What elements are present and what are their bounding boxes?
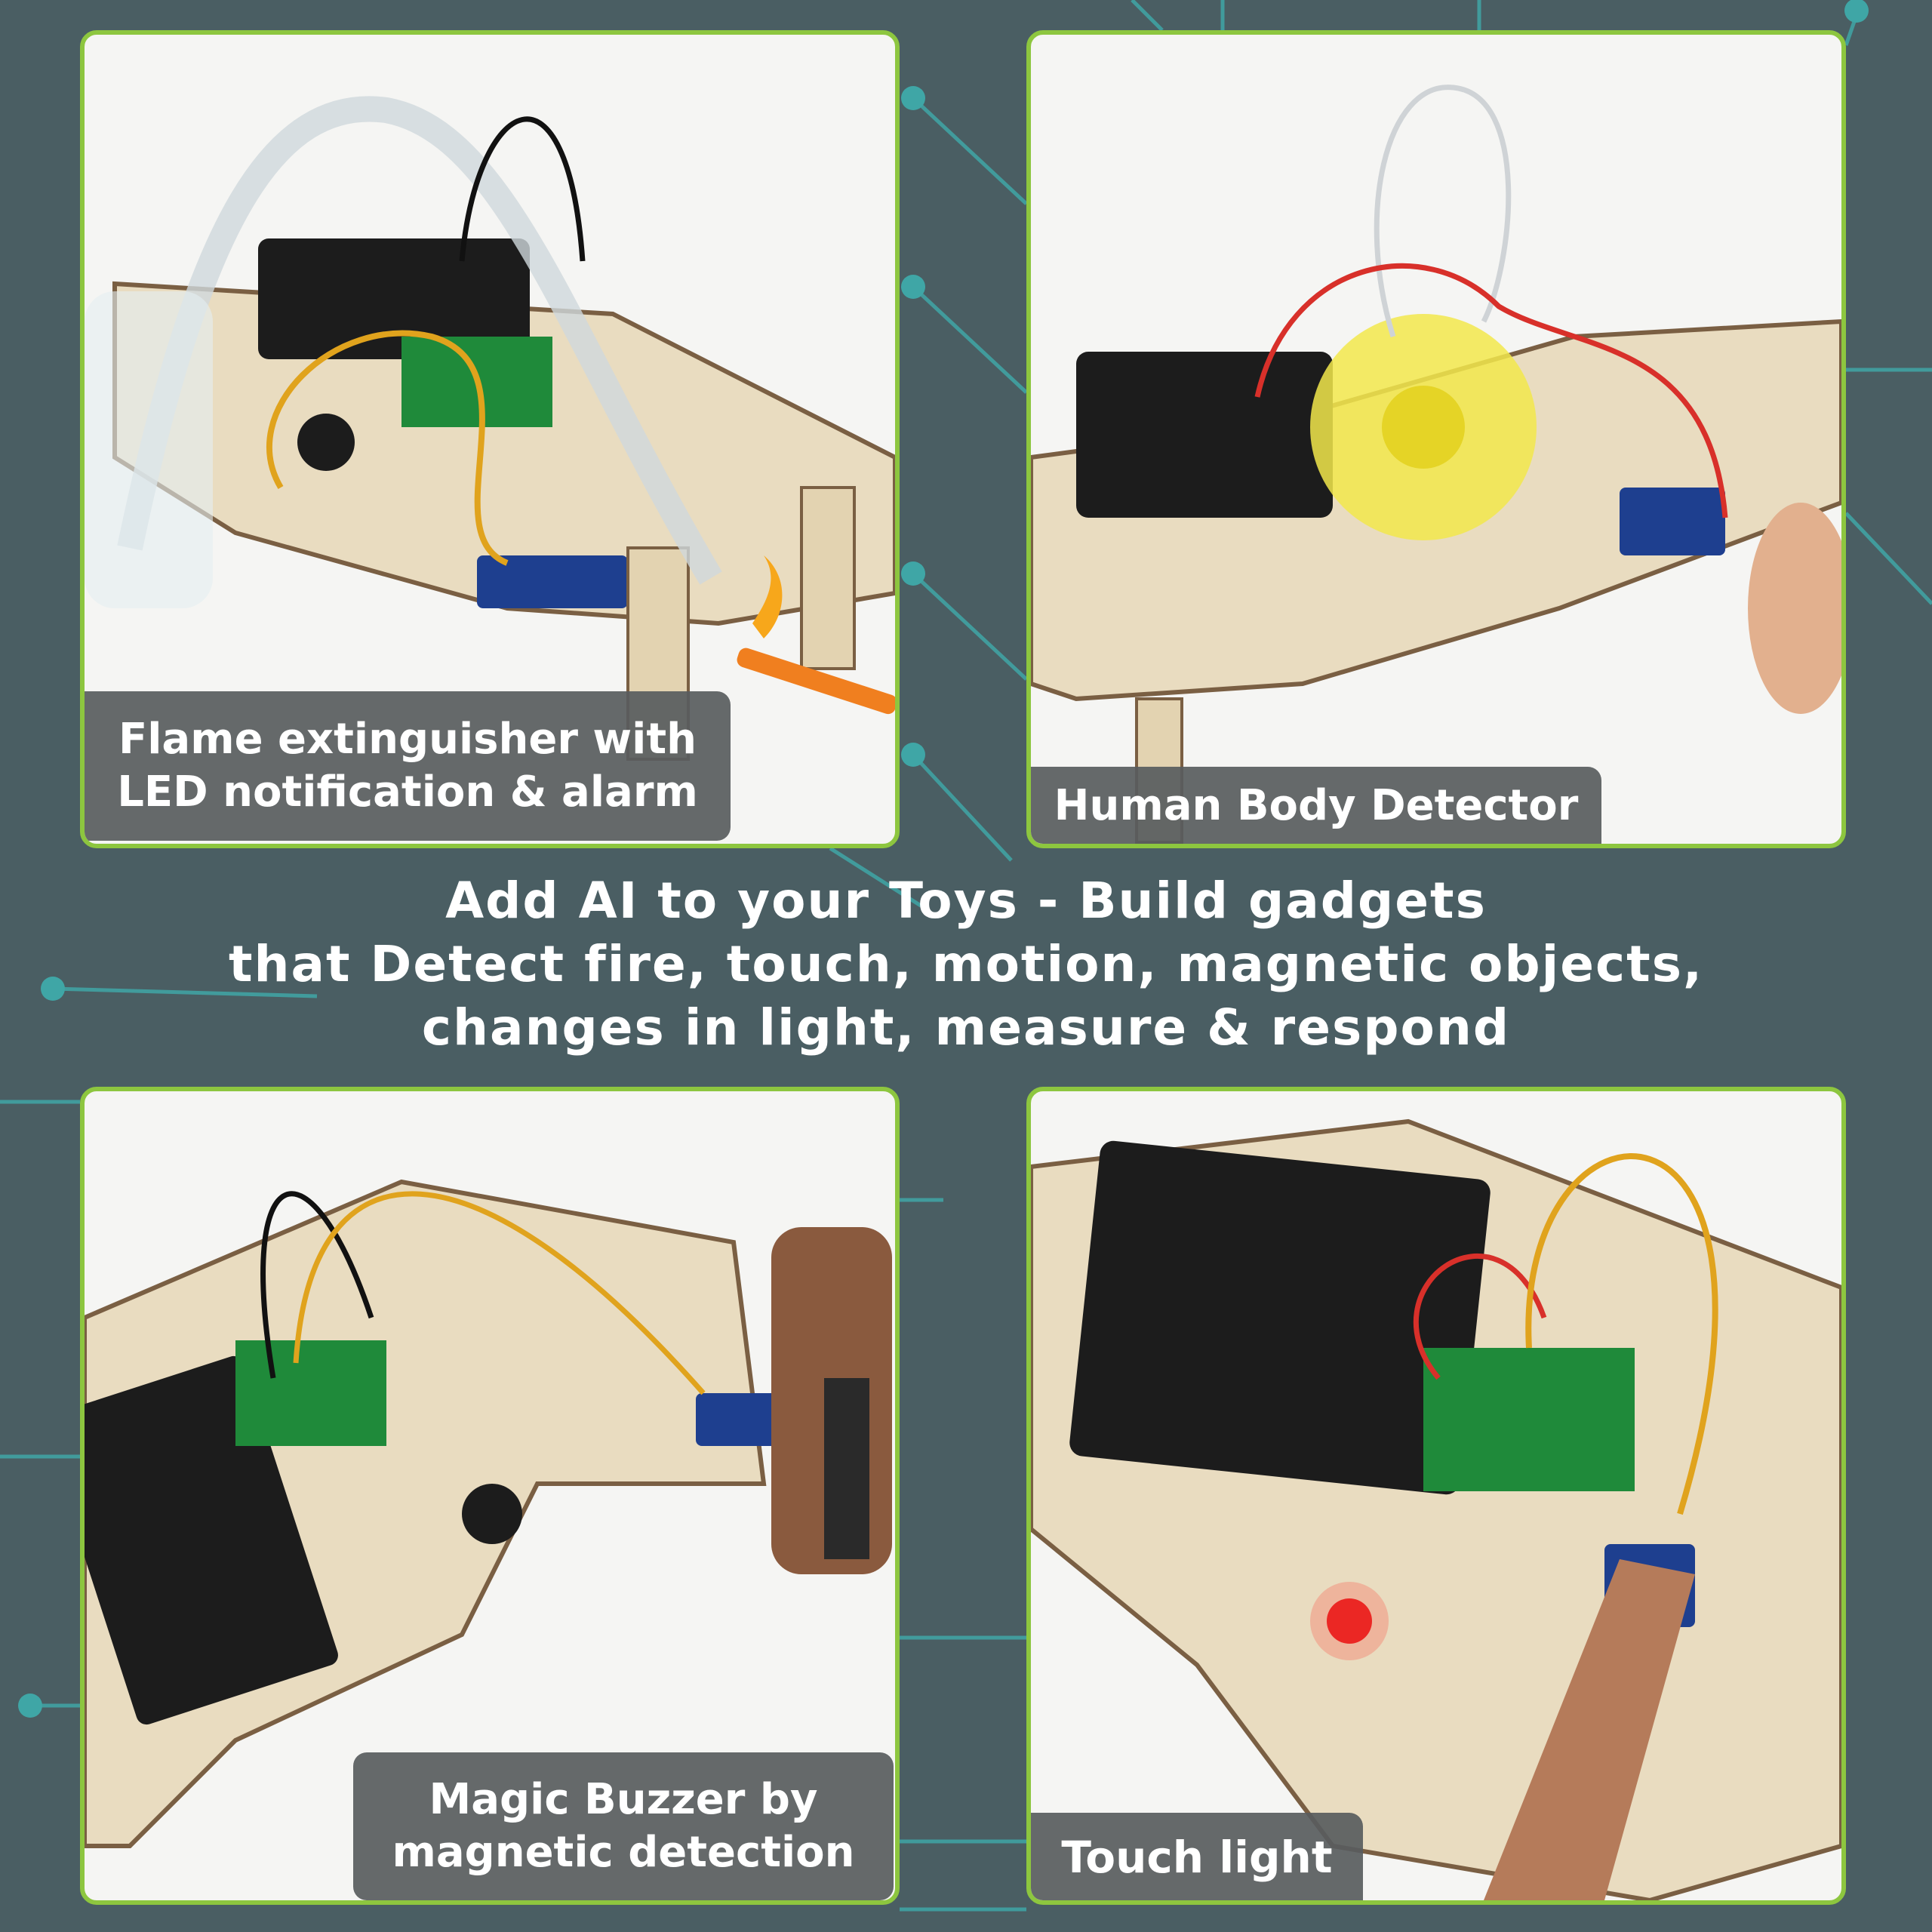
tagline: Add AI to your Toys - Build gadgets that… bbox=[0, 869, 1932, 1060]
caption-line-1: Magic Buzzer by bbox=[429, 1775, 818, 1824]
caption-human-body-detector: Human Body Detector bbox=[1031, 767, 1601, 844]
caption-touch-light: Touch light bbox=[1031, 1813, 1363, 1900]
caption-line-1: Human Body Detector bbox=[1054, 781, 1579, 830]
caption-line-1: Touch light bbox=[1061, 1831, 1333, 1883]
photo-panel-touch-light: Touch light bbox=[1026, 1087, 1846, 1905]
tagline-line-1: Add AI to your Toys - Build gadgets bbox=[445, 872, 1487, 930]
flame-extinguisher-illustration bbox=[85, 96, 895, 761]
caption-magic-buzzer: Magic Buzzer by magnetic detection bbox=[353, 1752, 894, 1900]
caption-line-2: LED notification & alarm bbox=[117, 768, 698, 817]
caption-line-1: Flame extinguisher with bbox=[118, 715, 697, 764]
touch-light-illustration bbox=[1031, 1118, 1841, 1900]
caption-flame-extinguisher: Flame extinguisher with LED notification… bbox=[85, 691, 731, 841]
caption-line-2: magnetic detection bbox=[392, 1828, 855, 1877]
photo-panel-human-body-detector: Human Body Detector bbox=[1026, 30, 1846, 848]
human-body-detector-illustration bbox=[1031, 85, 1841, 844]
magic-buzzer-illustration bbox=[85, 1179, 892, 1848]
photo-panel-magic-buzzer: Magic Buzzer by magnetic detection bbox=[80, 1087, 900, 1905]
tagline-line-3: changes in light, measure & respond bbox=[421, 998, 1511, 1057]
tagline-line-2: that Detect fire, touch, motion, magneti… bbox=[228, 935, 1704, 993]
photo-panel-flame-extinguisher: Flame extinguisher with LED notification… bbox=[80, 30, 900, 848]
